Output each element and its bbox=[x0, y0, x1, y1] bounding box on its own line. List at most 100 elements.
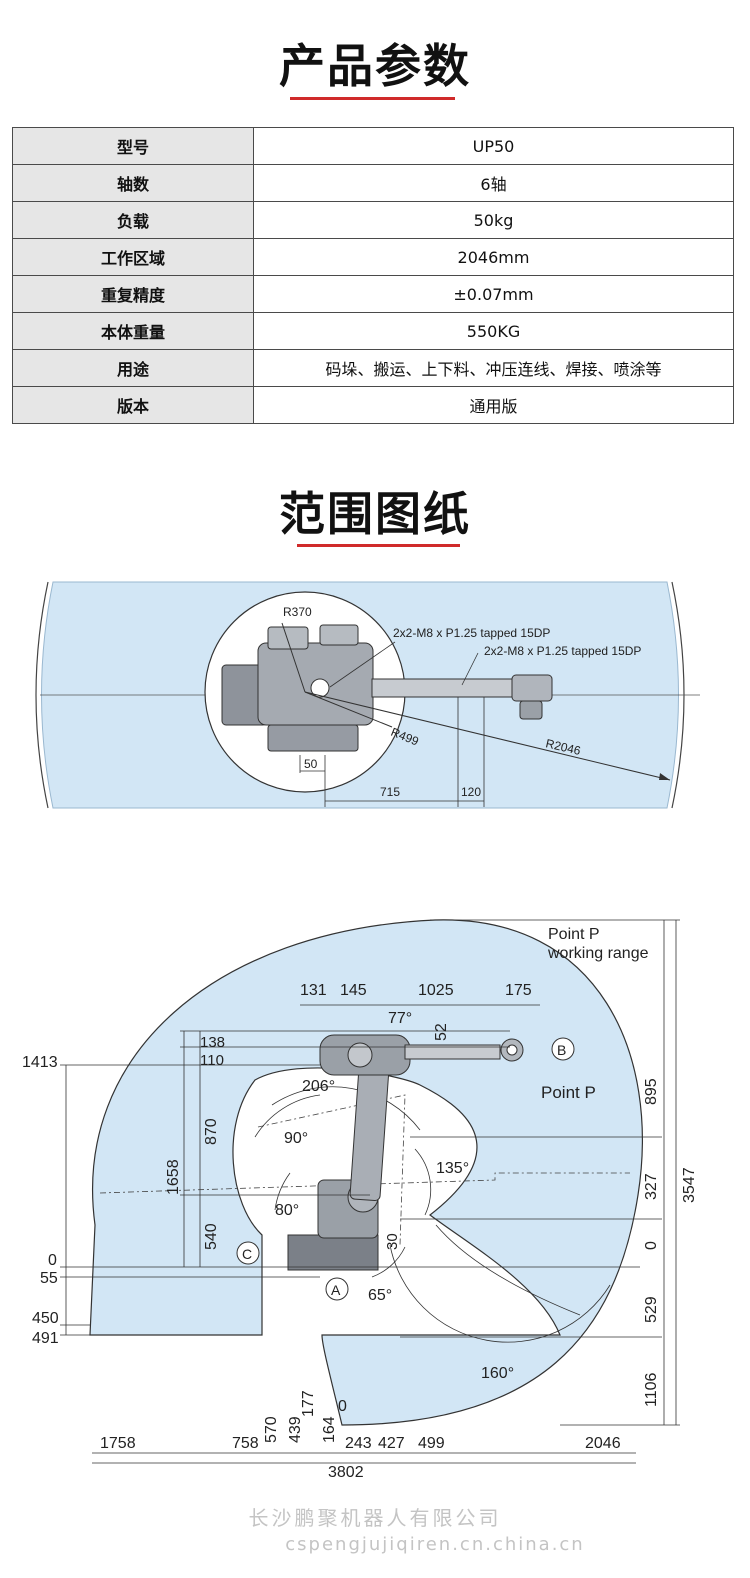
tapped2-leader bbox=[461, 652, 479, 686]
dim-175-label: 175 bbox=[505, 982, 532, 999]
dim-529-label: 529 bbox=[643, 1296, 660, 1323]
spec-value: UP50 bbox=[253, 127, 734, 165]
work-envelope-line bbox=[99, 1172, 630, 1194]
spec-value: 码垛、搬运、上下料、冲压连线、焊接、喷涂等 bbox=[253, 349, 734, 387]
dim-30-label: 30 bbox=[384, 1233, 401, 1250]
angle-arc-90 bbox=[254, 1094, 321, 1138]
dim-55-label: 55 bbox=[40, 1270, 58, 1287]
dim-164-label: 164 bbox=[321, 1416, 338, 1443]
marker-b-circle bbox=[551, 1037, 575, 1061]
spec-key: 轴数 bbox=[12, 164, 254, 202]
r370-leader bbox=[281, 622, 306, 693]
dim-2046-label: 2046 bbox=[585, 1435, 621, 1452]
dim-3802-label: 3802 bbox=[328, 1464, 364, 1481]
dim-50-label: 50 bbox=[304, 757, 318, 771]
range-arc-160 bbox=[435, 1224, 581, 1316]
watermark-company: 长沙鹏聚机器人有限公司 bbox=[248, 1506, 502, 1530]
angle-arc-206 bbox=[271, 1086, 421, 1131]
dim-715-label: 715 bbox=[380, 785, 400, 799]
angle-135-label: 135° bbox=[436, 1160, 469, 1177]
params-title-underline bbox=[290, 97, 455, 100]
dim-1658-label: 1658 bbox=[165, 1159, 182, 1195]
dim-1758-label: 1758 bbox=[100, 1435, 136, 1452]
spec-value: 2046mm bbox=[253, 238, 734, 276]
table-row: 重复精度±0.07mm bbox=[12, 275, 734, 313]
spec-key: 用途 bbox=[12, 349, 254, 387]
dim-1106-label: 1106 bbox=[643, 1372, 660, 1407]
dim-110-label: 110 bbox=[200, 1052, 224, 1069]
dim-499-label: 499 bbox=[418, 1435, 445, 1452]
arrowhead bbox=[659, 773, 670, 780]
dim-327-label: 327 bbox=[643, 1173, 660, 1200]
point-p-range-subtitle: working range bbox=[547, 945, 649, 962]
tapped1-label: 2x2-M8 x P1.25 tapped 15DP bbox=[393, 626, 550, 640]
table-row: 用途码垛、搬运、上下料、冲压连线、焊接、喷涂等 bbox=[12, 349, 734, 387]
spec-value: 50kg bbox=[253, 201, 734, 239]
dim-1413-label: 1413 bbox=[22, 1054, 58, 1071]
spec-key: 工作区域 bbox=[12, 238, 254, 276]
outer-range-arc-left bbox=[35, 581, 49, 809]
dim-1025-label: 1025 bbox=[418, 982, 454, 999]
watermark-url: cspengjujiqiren.cn.china.cn bbox=[285, 1534, 585, 1555]
dim-120-label: 120 bbox=[461, 785, 481, 799]
dim-52-label: 52 bbox=[433, 1023, 450, 1041]
angle-90-label: 90° bbox=[284, 1130, 308, 1147]
spec-key: 重复精度 bbox=[12, 275, 254, 313]
angle-160-label: 160° bbox=[481, 1365, 514, 1382]
dim-145-label: 145 bbox=[340, 982, 367, 999]
spec-key: 负载 bbox=[12, 201, 254, 239]
r370-label: R370 bbox=[283, 605, 312, 619]
params-title: 产品参数 bbox=[279, 39, 471, 93]
dim-491-label: 491 bbox=[32, 1330, 59, 1347]
angle-65-label: 65° bbox=[368, 1287, 392, 1304]
spec-value: 6轴 bbox=[253, 164, 734, 202]
angle-arc-65 bbox=[371, 1246, 406, 1278]
dim-450-label: 450 bbox=[32, 1310, 59, 1327]
spec-key: 本体重量 bbox=[12, 312, 254, 350]
angle-206-label: 206° bbox=[302, 1078, 335, 1095]
marker-c-label: C bbox=[242, 1246, 252, 1262]
angle-arc-160 bbox=[389, 1244, 611, 1343]
dim-243-label: 243 bbox=[345, 1435, 372, 1452]
tapped1-leader bbox=[329, 641, 396, 688]
r499-leader bbox=[304, 691, 393, 728]
angle-arc-135 bbox=[414, 1148, 432, 1216]
dim-570-label: 570 bbox=[263, 1416, 280, 1443]
tapped2-label: 2x2-M8 x P1.25 tapped 15DP bbox=[484, 644, 641, 658]
dim-895-label: 895 bbox=[643, 1078, 660, 1105]
side-view-drawing: Point P working range Point P B C A 131 … bbox=[22, 919, 698, 1481]
table-row: 版本通用版 bbox=[12, 386, 734, 424]
robot-top-view bbox=[221, 624, 553, 752]
angle-77-label: 77° bbox=[388, 1010, 412, 1027]
dim-427-label: 427 bbox=[378, 1435, 405, 1452]
dim-0-bottom-label: 0 bbox=[338, 1398, 347, 1415]
spec-key: 型号 bbox=[12, 127, 254, 165]
spec-value: ±0.07mm bbox=[253, 275, 734, 313]
angle-arc-80 bbox=[274, 1172, 291, 1211]
dim-131-label: 131 bbox=[300, 982, 327, 999]
spec-key: 版本 bbox=[12, 386, 254, 424]
marker-a-circle bbox=[325, 1277, 349, 1301]
dim-870-label: 870 bbox=[203, 1118, 220, 1145]
dim-138-label: 138 bbox=[200, 1034, 225, 1051]
dim-758-label: 758 bbox=[232, 1435, 259, 1452]
dim-0-right-label: 0 bbox=[643, 1241, 660, 1250]
dim-3547-label: 3547 bbox=[681, 1167, 698, 1203]
drawing-title-underline bbox=[297, 544, 460, 547]
marker-a-label: A bbox=[331, 1282, 341, 1298]
robot-side-view bbox=[287, 1034, 524, 1271]
dim-177-label: 177 bbox=[300, 1390, 317, 1417]
dim-540-label: 540 bbox=[203, 1223, 220, 1250]
dim-0-left-label: 0 bbox=[48, 1252, 57, 1269]
angle-80-label: 80° bbox=[275, 1202, 299, 1219]
point-p-label: Point P bbox=[541, 1083, 596, 1102]
marker-c-circle bbox=[236, 1241, 260, 1265]
spec-value: 通用版 bbox=[253, 386, 734, 424]
drawing-title: 范围图纸 bbox=[279, 487, 471, 541]
